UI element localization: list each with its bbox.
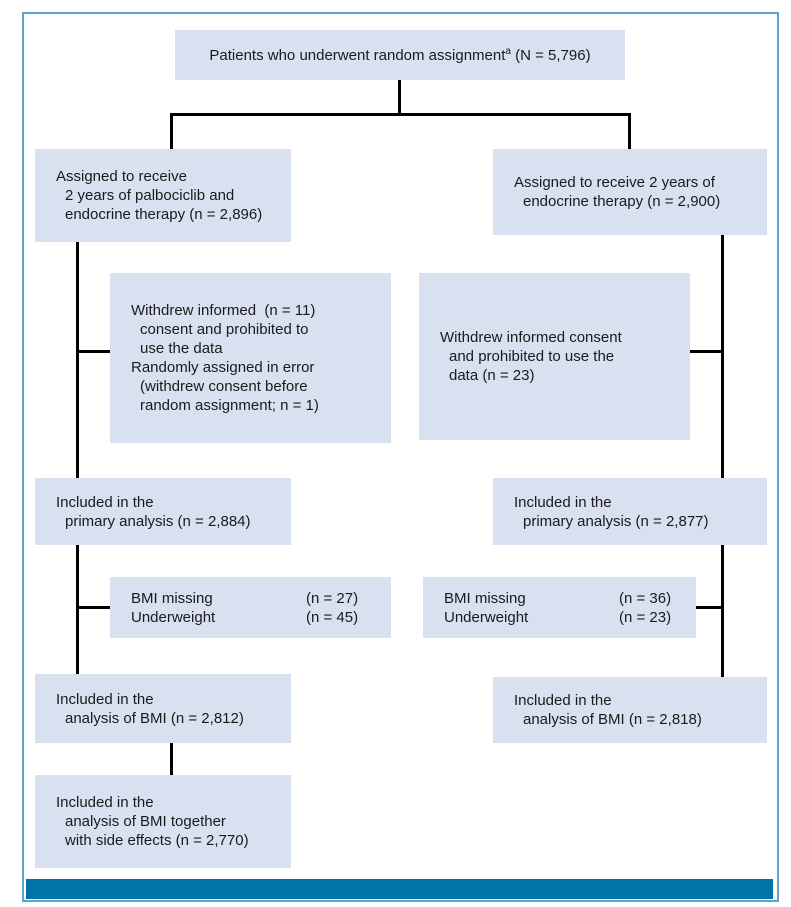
exclusion-count: (n = 27)	[306, 589, 359, 607]
connector-drop-right	[628, 113, 631, 149]
box-left-bmi-analysis: Included in the analysis of BMI (n = 2,8…	[35, 674, 291, 743]
box-left-bmi-exclusions: BMI missing (n = 27) Underweight (n = 45)	[110, 577, 391, 638]
box-text-line: endocrine therapy (n = 2,896)	[65, 206, 263, 223]
box-text-line: Included in the	[56, 690, 154, 708]
box-right-withdrew: Withdrew informed consent and prohibited…	[419, 273, 690, 440]
box-right-bmi-analysis: Included in the analysis of BMI (n = 2,8…	[493, 677, 767, 743]
random-assignment-n: (N = 5,796)	[510, 46, 591, 64]
box-text-row: BMI missing (n = 27)	[131, 589, 387, 608]
connector-drop-left	[170, 113, 173, 149]
box-left-primary-analysis: Included in the primary analysis (n = 2,…	[35, 478, 291, 545]
box-text-line: (withdrew consent before	[140, 378, 308, 395]
exclusion-label: BMI missing	[131, 589, 213, 607]
connector-left-stub-bmi	[76, 606, 110, 609]
box-text-line: endocrine therapy (n = 2,900)	[523, 193, 721, 210]
box-text-line: Assigned to receive 2 years of	[514, 174, 715, 191]
box-text-line: data (n = 23)	[449, 367, 535, 384]
exclusion-label: Underweight	[444, 608, 529, 626]
box-random-assignment-text: Patients who underwent random assignment…	[209, 46, 590, 65]
box-text-line: Withdrew informed (n = 11)	[131, 302, 316, 319]
box-text-line: analysis of BMI together	[65, 813, 226, 830]
exclusion-label: Underweight	[131, 608, 216, 626]
box-text-row: Underweight (n = 45)	[131, 608, 387, 627]
box-text-line: random assignment; n = 1)	[140, 397, 319, 414]
box-text-row: BMI missing (n = 36)	[444, 589, 692, 608]
random-assignment-main-text: Patients who underwent random assignment	[209, 46, 506, 64]
exclusion-count: (n = 45)	[306, 608, 359, 626]
connector-right-stub-bmi	[696, 606, 721, 609]
box-left-withdrew: Withdrew informed (n = 11) consent and p…	[110, 273, 391, 443]
box-text-line: analysis of BMI (n = 2,818)	[523, 711, 702, 728]
box-right-assigned: Assigned to receive 2 years of endocrine…	[493, 149, 767, 235]
box-random-assignment: Patients who underwent random assignment…	[175, 30, 625, 80]
box-text-line: Assigned to receive	[56, 168, 187, 185]
figure-frame	[22, 12, 779, 902]
connector-right-stub-withdrew	[690, 350, 721, 353]
box-text-line: use the data	[140, 340, 223, 357]
box-text-line: Included in the	[514, 493, 612, 511]
connector-left-vertical-3	[170, 743, 173, 775]
box-text-line: 2 years of palbociclib and	[65, 187, 235, 204]
exclusion-count: (n = 36)	[619, 589, 672, 607]
connector-right-vertical-2	[721, 545, 724, 677]
connector-split-horizontal	[170, 113, 631, 116]
box-right-primary-analysis: Included in the primary analysis (n = 2,…	[493, 478, 767, 545]
box-left-assigned: Assigned to receive 2 years of palbocicl…	[35, 149, 291, 242]
connector-top-stem	[398, 80, 401, 116]
box-text-line: primary analysis (n = 2,877)	[523, 512, 709, 530]
box-text-line: and prohibited to use the	[449, 348, 615, 365]
exclusion-count: (n = 23)	[619, 608, 672, 626]
box-text-row: Underweight (n = 23)	[444, 608, 692, 627]
connector-left-stub-withdrew	[76, 350, 110, 353]
box-text-line: analysis of BMI (n = 2,812)	[65, 709, 244, 727]
box-left-bmi-side-effects: Included in the analysis of BMI together…	[35, 775, 291, 868]
box-text-line: Included in the	[56, 493, 154, 511]
footnote-marker: a	[505, 45, 511, 57]
connector-left-vertical-1	[76, 242, 79, 478]
exclusion-label: BMI missing	[444, 589, 526, 607]
box-text-line: Included in the	[56, 794, 154, 811]
footer-bar	[26, 879, 773, 899]
box-text-line: consent and prohibited to	[140, 321, 309, 338]
box-text-line: Included in the	[514, 692, 612, 709]
box-text-line: primary analysis (n = 2,884)	[65, 512, 251, 530]
connector-left-vertical-2	[76, 545, 79, 674]
connector-right-vertical-1	[721, 235, 724, 478]
box-text-line: Randomly assigned in error	[131, 359, 315, 376]
box-text-line: with side effects (n = 2,770)	[65, 832, 249, 849]
box-right-bmi-exclusions: BMI missing (n = 36) Underweight (n = 23)	[423, 577, 696, 638]
box-text-line: Withdrew informed consent	[440, 329, 622, 346]
